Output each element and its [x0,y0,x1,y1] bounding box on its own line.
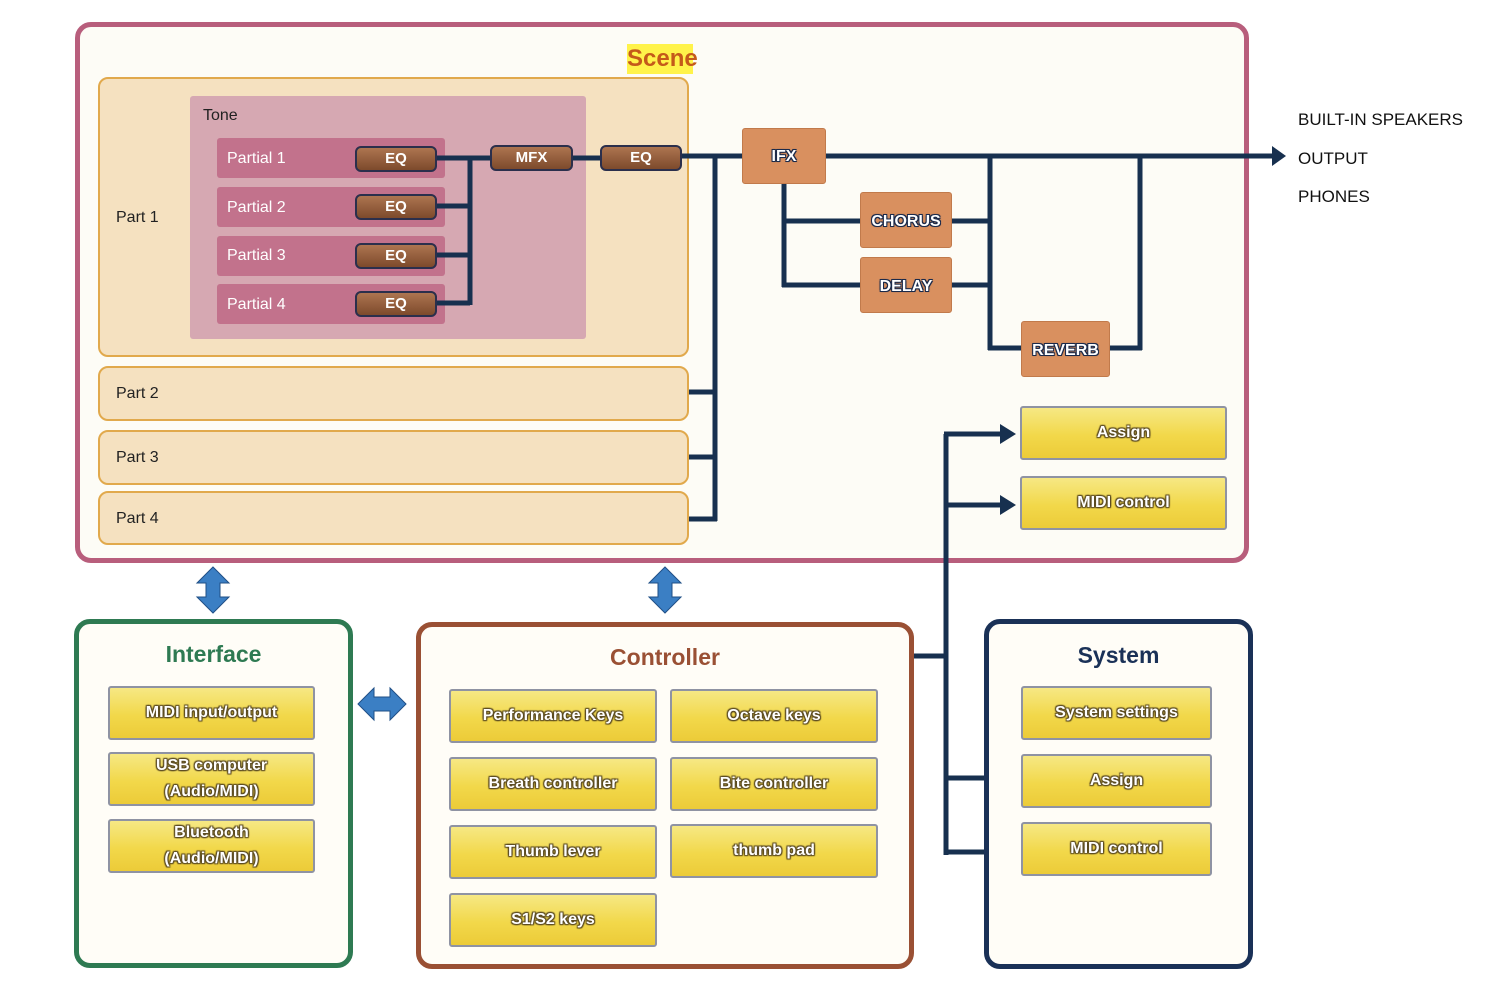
mfx-block: MFX [490,145,573,171]
partial-2-eq: EQ [355,194,437,220]
controller-item-s1-s2-keys: S1/S2 keys [449,893,657,947]
system-item-assign: Assign [1021,754,1212,808]
output-label-speakers: BUILT-IN SPEAKERS [1298,110,1464,129]
controller-item-thumb-lever: Thumb lever [449,825,657,879]
controller-item-bite-controller: Bite controller [670,757,878,811]
system-item-midi-control: MIDI control [1021,822,1212,876]
part-4-label: Part 4 [116,510,159,527]
chorus-block: CHORUS [860,192,952,248]
output-label-output: OUTPUT [1298,149,1368,168]
controller-item-breath-controller: Breath controller [449,757,657,811]
system-item-settings: System settings [1021,686,1212,740]
interface-item-bluetooth: Bluetooth (Audio/MIDI) [108,819,315,873]
interface-title: Interface [165,641,262,667]
controller-title: Controller [610,644,720,670]
partial-1-label: Partial 1 [227,150,286,167]
scene-assign-button: Assign [1020,406,1227,460]
scene-title: Scene [627,44,698,74]
partial-3-eq: EQ [355,243,437,269]
partial-4-eq: EQ [355,291,437,317]
part-2-label: Part 2 [116,385,159,402]
system-title: System [1077,642,1160,668]
ifx-block: IFX [742,128,826,184]
delay-block: DELAY [860,257,952,313]
partial-4-label: Partial 4 [227,296,286,313]
partial-2-label: Partial 2 [227,199,286,216]
controller-item-octave-keys: Octave keys [670,689,878,743]
part-3-label: Part 3 [116,449,159,466]
part-1-label: Part 1 [116,209,159,226]
partial-3-label: Partial 3 [227,247,286,264]
tone-label: Tone [203,107,238,124]
part-3-box [98,430,689,485]
part-eq-block: EQ [600,145,682,171]
part-2-box [98,366,689,421]
interface-item-midi-io: MIDI input/output [108,686,315,740]
controller-item-performance-keys: Performance Keys [449,689,657,743]
scene-midi-control-button: MIDI control [1020,476,1227,530]
partial-1-eq: EQ [355,146,437,172]
part-4-box [98,491,689,545]
output-label-phones: PHONES [1298,187,1370,206]
interface-item-usb: USB computer (Audio/MIDI) [108,752,315,806]
controller-item-thumb-pad: thumb pad [670,824,878,878]
reverb-block: REVERB [1021,321,1110,377]
